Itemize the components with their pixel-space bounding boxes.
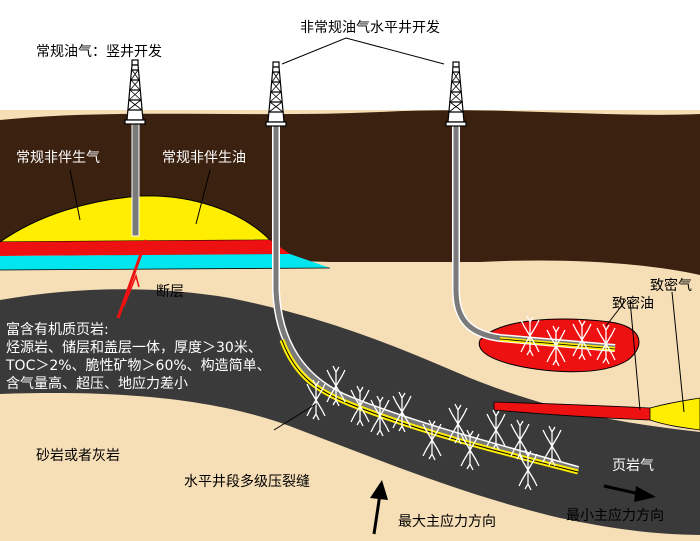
unconventional-horizontal-label: 非常规油气水平井开发	[300, 20, 440, 36]
fault-line	[116, 239, 148, 319]
min-stress-arrow	[603, 484, 656, 502]
fault-arrow	[123, 273, 140, 307]
shale-title-label: 富含有机质页岩:	[6, 321, 109, 338]
max-stress-label: 最大主应力方向	[398, 513, 496, 530]
tight-oil-label: 致密油	[612, 295, 654, 312]
conventional-oil-label: 常规非伴生油	[162, 150, 246, 166]
conventional-vertical-label: 常规油气：竖井开发	[36, 44, 162, 60]
shale-desc-line-1: 烃源岩、储层和盖层一体，厚度＞30米、	[6, 340, 262, 356]
tight-gas-stringer	[649, 397, 700, 431]
shale-desc-line-2: TOC＞2%、脆性矿物＞60%、构造简单、	[5, 357, 271, 374]
fracturing-label: 水平井段多级压裂缝	[184, 473, 310, 490]
min-stress-label: 最小主应力方向	[566, 507, 664, 524]
water-band	[0, 254, 330, 270]
sandstone-label: 砂岩或者灰岩	[36, 448, 120, 464]
max-stress-arrow	[370, 480, 388, 535]
tight-gas-label: 致密气	[650, 277, 692, 294]
oil-band	[0, 240, 290, 256]
shale-gas-label: 页岩气	[612, 458, 654, 474]
shale-desc-line-3: 含气量高、超压、地应力差小	[6, 375, 188, 392]
fault-label: 断层	[156, 284, 184, 300]
vertical-well	[131, 117, 140, 237]
pointer-lines	[69, 37, 685, 431]
conventional-gas-label: 常规非伴生气	[16, 150, 100, 166]
shale-layer	[0, 289, 700, 535]
